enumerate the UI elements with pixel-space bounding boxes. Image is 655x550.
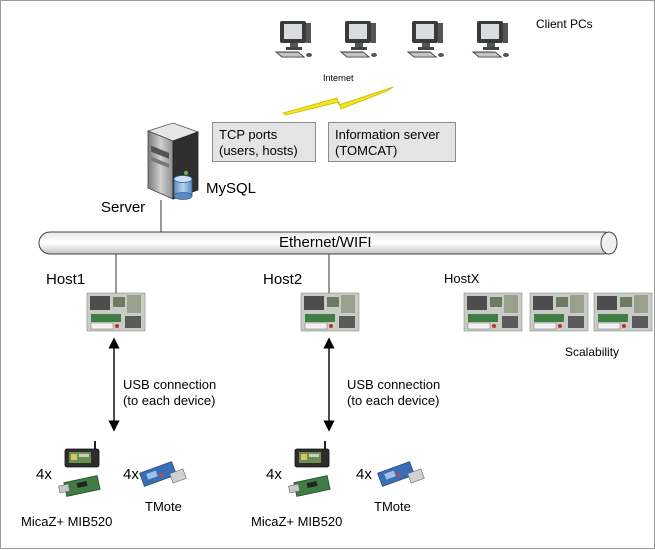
micaz-mib520-icon [57, 440, 102, 498]
information-server-box: Information server (TOMCAT) [328, 122, 456, 162]
hostx-board-icon [593, 292, 653, 332]
host2-usb-line2: (to each device) [347, 393, 440, 408]
host2-micaz-label: MicaZ+ MIB520 [251, 514, 343, 529]
client-pc-icon [275, 20, 313, 58]
tcp-ports-line2: (users, hosts) [219, 143, 298, 158]
host1-micaz-label: MicaZ+ MIB520 [21, 514, 113, 529]
micaz-mib520-icon [287, 440, 332, 498]
host1-board-icon [86, 292, 146, 332]
internet-lightning-icon [282, 86, 394, 116]
host1-usb-line2: (to each device) [123, 393, 216, 408]
host1-tmote-label: TMote [145, 499, 182, 514]
host1-usb-line1: USB connection [123, 377, 217, 392]
mysql-label: MySQL [206, 180, 257, 197]
tcp-ports-line1: TCP ports [219, 127, 278, 142]
scalability-label: Scalability [565, 345, 620, 359]
host2-tmote-label: TMote [374, 499, 411, 514]
internet-label: Internet [323, 73, 354, 83]
client-pc-icon [407, 20, 445, 58]
host1-micaz-count: 4x [36, 466, 52, 483]
client-pc-icon [340, 20, 378, 58]
ethernet-bus [38, 231, 618, 255]
ethernet-wifi-label: Ethernet/WIFI [279, 234, 372, 251]
host2-label: Host2 [263, 271, 303, 288]
hostx-board-icon [463, 292, 523, 332]
host2-micaz-count: 4x [266, 466, 282, 483]
host1-tmote-count: 4x [123, 466, 139, 483]
tmote-icon [377, 461, 425, 487]
tcp-ports-box: TCP ports (users, hosts) [212, 122, 316, 162]
host2-usb-line1: USB connection [347, 377, 441, 392]
server-label: Server [101, 199, 146, 216]
hostx-board-icon [529, 292, 589, 332]
database-icon [173, 175, 193, 200]
client-pcs-label: Client PCs [536, 17, 593, 31]
host2-tmote-count: 4x [356, 466, 372, 483]
information-server-line1: Information server [335, 127, 440, 142]
hostx-label: HostX [444, 271, 480, 286]
client-pc-icon [472, 20, 510, 58]
host2-board-icon [300, 292, 360, 332]
tmote-icon [139, 461, 187, 487]
host1-label: Host1 [46, 271, 86, 288]
information-server-line2: (TOMCAT) [335, 143, 398, 158]
server-icon [146, 122, 200, 200]
